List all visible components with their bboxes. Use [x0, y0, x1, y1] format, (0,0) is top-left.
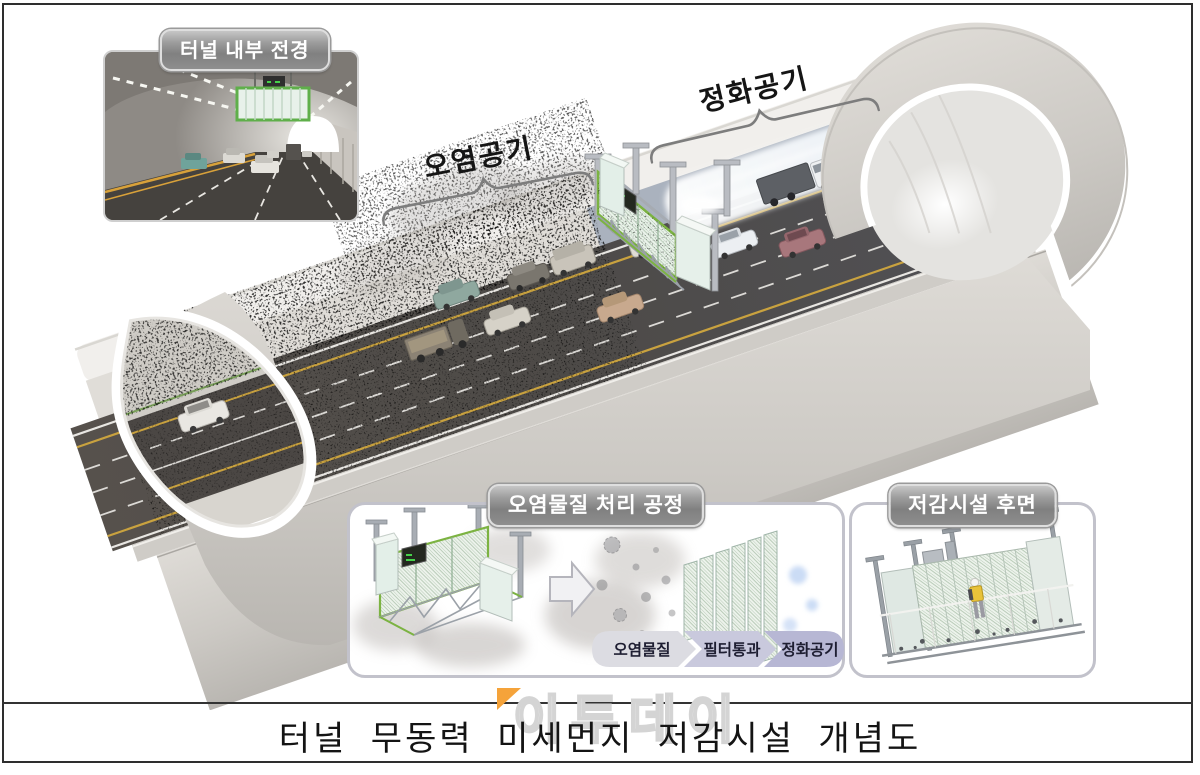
worker [967, 577, 986, 619]
step-filter: 필터통과 [703, 641, 761, 659]
tunnel-interior-inset [103, 50, 359, 222]
rear-illustration [865, 507, 1086, 665]
inset-title-badge: 터널 내부 전경 [160, 29, 330, 71]
watermark-text: 이투데이 [512, 691, 745, 751]
step-clean: 정화공기 [781, 640, 838, 659]
dusty-truck [404, 318, 469, 363]
inset-filter-device [235, 66, 311, 122]
polluted-air-brace [381, 171, 594, 227]
rear-panel-title-badge: 저감시설 후면 [888, 484, 1057, 527]
car [177, 398, 230, 433]
clean-air-label: 정화공기 [632, 42, 883, 171]
filter-facility [584, 142, 741, 292]
watermark-triangle-icon [497, 688, 521, 710]
filter-slats [683, 530, 778, 662]
tunnel-interior-view [105, 52, 357, 220]
page-title: 터널 무동력 미세먼지 저감시설 개념도 [278, 721, 922, 758]
clean-air-glow [783, 556, 833, 640]
rear-panel: 저감시설 후면 [849, 484, 1096, 678]
step-pollutant: 오염물질 [613, 640, 670, 659]
process-panel: 오염물질 처리 공정 [347, 484, 845, 678]
inset-cars [181, 144, 312, 173]
tunnel-illustration [70, 22, 1129, 710]
process-steps: 오염물질 필터통과 정화공기 [592, 631, 844, 667]
process-panel-title-badge: 오염물질 처리 공정 [487, 484, 705, 527]
mini-facility [365, 505, 532, 636]
tunnel-exit [287, 116, 339, 152]
process-illustration [353, 505, 833, 667]
polluted-air-label: 오염공기 [367, 116, 598, 234]
road-shoulder [131, 235, 1036, 562]
floor-debris [899, 618, 1063, 651]
clean-air-brace [649, 97, 880, 164]
caption-divider [2, 702, 1193, 704]
arrow-right-icon [549, 560, 596, 618]
